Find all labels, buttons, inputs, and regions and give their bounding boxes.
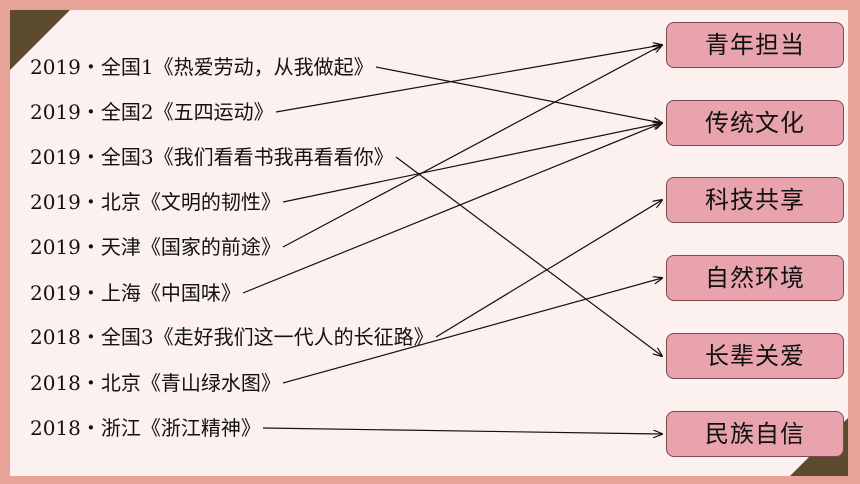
theme-box-nation: 民族自信 xyxy=(666,411,844,457)
essay-item-5: 2019・天津《国家的前途》 xyxy=(30,235,281,259)
theme-box-youth: 青年担当 xyxy=(666,22,844,68)
connector-arrow xyxy=(282,123,662,203)
connector-arrow xyxy=(262,427,662,434)
essay-item-6: 2019・上海《中国味》 xyxy=(30,281,241,305)
connector-arrow xyxy=(375,66,662,123)
connector-arrow xyxy=(275,45,662,113)
essay-item-2: 2019・全国2《五四运动》 xyxy=(30,100,274,124)
essay-item-4: 2019・北京《文明的韧性》 xyxy=(30,190,281,214)
essay-item-1: 2019・全国1《热爱劳动，从我做起》 xyxy=(30,55,374,79)
theme-box-elders: 长辈关爱 xyxy=(666,333,844,379)
corner-decoration-top-left xyxy=(10,10,70,70)
theme-box-nature: 自然环境 xyxy=(666,255,844,301)
connector-arrow xyxy=(395,156,662,356)
theme-box-culture: 传统文化 xyxy=(666,100,844,146)
essay-item-9: 2018・浙江《浙江精神》 xyxy=(30,416,261,440)
connector-arrow xyxy=(282,45,662,248)
essay-item-7: 2018・全国3《走好我们这一代人的长征路》 xyxy=(30,325,434,349)
connector-arrow xyxy=(282,278,662,384)
connector-arrow xyxy=(435,200,662,338)
essay-item-3: 2019・全国3《我们看看书我再看看你》 xyxy=(30,145,394,169)
connector-arrow xyxy=(242,123,662,294)
content-panel xyxy=(10,10,848,476)
essay-item-8: 2018・北京《青山绿水图》 xyxy=(30,371,281,395)
theme-box-tech: 科技共享 xyxy=(666,177,844,223)
